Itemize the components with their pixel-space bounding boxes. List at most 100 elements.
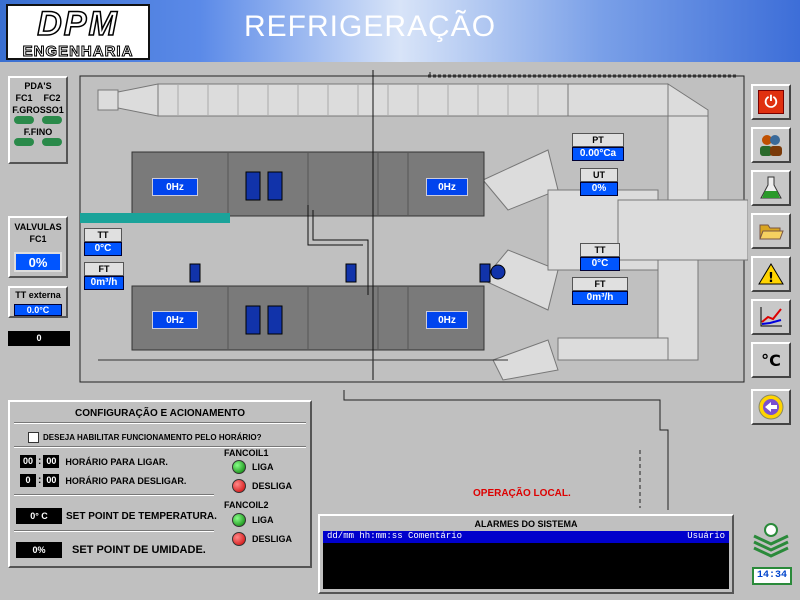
pt-label: PT xyxy=(572,133,624,147)
company-logo: DPM ENGENHARIA xyxy=(6,4,150,60)
fancoil2-off-label: DESLIGA xyxy=(252,534,293,544)
valvulas-fc: FC1 xyxy=(29,234,47,244)
warning-button[interactable]: ! xyxy=(751,256,791,292)
green-led-icon xyxy=(232,460,246,474)
lower-frame xyxy=(343,390,669,510)
fancoil2-on-button[interactable]: LIGA xyxy=(232,513,274,527)
power-button[interactable]: ⏻ xyxy=(751,84,791,120)
tt-right-sensor: TT 0°C xyxy=(580,243,620,271)
celsius-button[interactable]: °C xyxy=(751,342,791,378)
pt-value: 0.00°Ca xyxy=(572,147,624,161)
hz-readout-1: 0Hz xyxy=(152,178,198,196)
alarms-columns: dd/mm hh:mm:ss Comentário xyxy=(327,531,463,541)
time-colon: : xyxy=(38,456,42,467)
users-icon xyxy=(760,135,782,156)
tt-left-sensor: TT 0°C xyxy=(84,228,122,256)
alarms-user-col: Usuário xyxy=(687,531,725,541)
back-arrow-icon xyxy=(758,394,784,420)
on-hour-input[interactable]: 00 xyxy=(20,455,36,468)
pda-gauge-icon xyxy=(14,116,34,124)
off-minute-input[interactable]: 00 xyxy=(43,474,60,487)
fancoil1-off-button[interactable]: DESLIGA xyxy=(232,479,292,493)
tt-right-label: TT xyxy=(580,243,620,257)
ft-left-sensor: FT 0m³/h xyxy=(84,262,124,290)
fancoil1-on-button[interactable]: LIGA xyxy=(232,460,274,474)
operation-status: OPERAÇÃO LOCAL. xyxy=(473,488,571,499)
folder-button[interactable] xyxy=(751,213,791,249)
temp-setpoint-input[interactable]: 0° C xyxy=(16,508,62,524)
back-button[interactable] xyxy=(751,389,791,425)
alarms-list[interactable]: dd/mm hh:mm:ss Comentário Usuário xyxy=(323,531,729,589)
pda-gauge-icon xyxy=(42,138,62,146)
valvulas-value: 0% xyxy=(14,252,62,272)
logo-sub-text: ENGENHARIA xyxy=(22,43,134,60)
schedule-checkbox-label: DESEJA HABILITAR FUNCIONAMENTO PELO HORÁ… xyxy=(43,433,262,442)
flask-button[interactable] xyxy=(751,170,791,206)
off-time-label: HORÁRIO PARA DESLIGAR. xyxy=(65,475,187,486)
fancoil1-title: FANCOIL1 xyxy=(224,448,269,458)
trend-button[interactable] xyxy=(751,299,791,335)
schedule-checkbox-row[interactable]: DESEJA HABILITAR FUNCIONAMENTO PELO HORÁ… xyxy=(28,432,262,443)
pda-fc1: FC1 xyxy=(15,93,33,103)
users-button[interactable] xyxy=(751,127,791,163)
pda-gauge-icon xyxy=(42,116,62,124)
hum-setpoint-label: SET POINT DE UMIDADE. xyxy=(72,544,206,556)
clock-display: 14:34 xyxy=(752,567,792,585)
hz-readout-4: 0Hz xyxy=(426,311,468,329)
temp-setpoint-row: 0° C SET POINT DE TEMPERATURA. xyxy=(16,508,217,524)
network-stack-icon xyxy=(753,523,789,558)
time-colon: : xyxy=(38,475,42,486)
celsius-icon: °C xyxy=(761,350,781,370)
config-title: CONFIGURAÇÃO E ACIONAMENTO xyxy=(75,408,245,419)
schedule-checkbox[interactable] xyxy=(28,432,39,443)
warning-icon: ! xyxy=(758,263,784,286)
on-minute-input[interactable]: 00 xyxy=(43,455,60,468)
fancoil2-title: FANCOIL2 xyxy=(224,500,269,510)
off-hour-input[interactable]: 0 xyxy=(20,474,36,487)
alarms-header-row: dd/mm hh:mm:ss Comentário Usuário xyxy=(323,531,729,543)
tt-externa-panel: TT externa 0.0°C xyxy=(8,286,68,318)
green-led-icon xyxy=(232,513,246,527)
logo-main-text: DPM xyxy=(36,5,119,43)
config-panel: CONFIGURAÇÃO E ACIONAMENTO DESEJA HABILI… xyxy=(8,400,312,568)
divider xyxy=(14,446,306,448)
hz-readout-2: 0Hz xyxy=(426,178,468,196)
hum-setpoint-row: 0% SET POINT DE UMIDADE. xyxy=(16,542,206,558)
ut-sensor: UT 0% xyxy=(580,168,618,196)
logo-clock-widget xyxy=(750,522,792,566)
hz-readout-3: 0Hz xyxy=(152,311,198,329)
ft-right-label: FT xyxy=(572,277,628,291)
trend-chart-icon xyxy=(760,307,782,327)
page-title: REFRIGERAÇÃO xyxy=(244,10,497,43)
ft-right-sensor: FT 0m³/h xyxy=(572,277,628,305)
off-time-row: 0 : 00 HORÁRIO PARA DESLIGAR. xyxy=(20,474,186,487)
folder-icon xyxy=(759,224,784,240)
divider xyxy=(14,530,214,532)
pt-sensor: PT 0.00°Ca xyxy=(572,133,624,161)
fancoil2-on-label: LIGA xyxy=(252,515,274,525)
divider xyxy=(14,422,306,424)
header-banner: DPM ENGENHARIA REFRIGERAÇÃO xyxy=(0,0,800,62)
divider xyxy=(14,494,214,496)
pda-panel: PDA'S FC1 FC2 F.GROSSO1 F.FINO xyxy=(8,76,68,164)
flask-icon xyxy=(760,176,782,199)
ft-left-label: FT xyxy=(84,262,124,276)
pda-f-fino: F.FINO xyxy=(23,127,53,137)
fancoil2-off-button[interactable]: DESLIGA xyxy=(232,532,292,546)
ut-label: UT xyxy=(580,168,618,182)
valvulas-title: VALVULAS xyxy=(14,222,62,232)
tt-externa-title: TT externa xyxy=(15,290,61,300)
fancoil1-on-label: LIGA xyxy=(252,462,274,472)
fancoil1-off-label: DESLIGA xyxy=(252,481,293,491)
red-led-icon xyxy=(232,532,246,546)
tt-right-value: 0°C xyxy=(580,257,620,271)
temp-setpoint-label: SET POINT DE TEMPERATURA. xyxy=(66,510,217,522)
on-time-row: 00 : 00 HORÁRIO PARA LIGAR. xyxy=(20,455,168,468)
hvac-diagram xyxy=(79,70,748,383)
hum-setpoint-input[interactable]: 0% xyxy=(16,542,62,558)
pda-f-grosso: F.GROSSO1 xyxy=(12,105,64,115)
ut-value: 0% xyxy=(580,182,618,196)
alarms-title: ALARMES DO SISTEMA xyxy=(474,519,578,529)
tt-left-label: TT xyxy=(84,228,122,242)
ft-right-value: 0m³/h xyxy=(572,291,628,305)
